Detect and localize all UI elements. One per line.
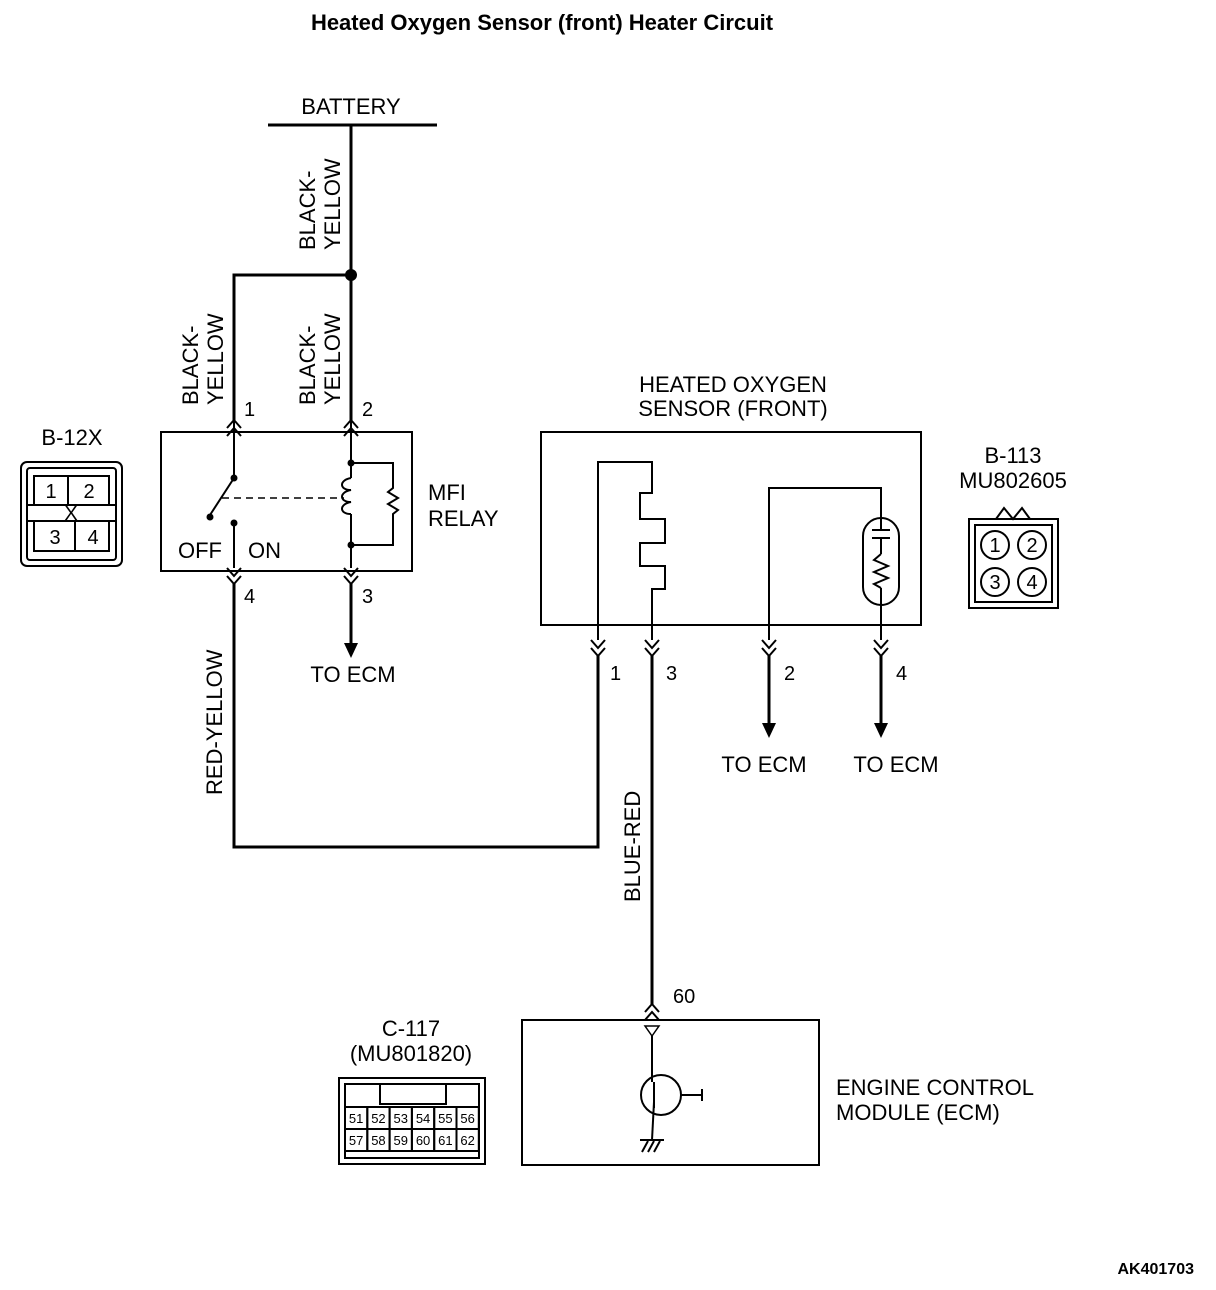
relay-pin3-to-ecm-label: TO ECM bbox=[310, 662, 395, 687]
sensor-pin4-to-ecm-label: TO ECM bbox=[853, 752, 938, 777]
relay-connector-cell-4: 4 bbox=[87, 527, 98, 549]
wire-black-yellow-pin1 bbox=[232, 273, 351, 420]
sensor-connector-face bbox=[968, 506, 1059, 609]
ecm-connector-cell-51: 51 bbox=[349, 1111, 363, 1126]
wire-label-black-yellow-pin1: BLACK-YELLOW bbox=[178, 313, 228, 405]
sensor-pin4-arrow bbox=[874, 723, 888, 738]
sensor-pin-2-marker bbox=[761, 639, 777, 658]
relay-pin-2-marker bbox=[343, 418, 359, 462]
relay-connector-mark: X bbox=[64, 503, 77, 525]
ecm-connector-cell-56: 56 bbox=[460, 1111, 474, 1126]
relay-switch-off: OFF bbox=[178, 538, 222, 563]
sensor-connector-cell-1: 1 bbox=[989, 535, 1000, 557]
ecm-connector-cell-60: 60 bbox=[416, 1133, 430, 1148]
wire-label-black-yellow-battery: BLACK-YELLOW bbox=[295, 158, 345, 250]
sensor-pin-4-marker bbox=[873, 639, 889, 658]
wire-red-yellow bbox=[232, 584, 600, 849]
relay-pin3-arrow bbox=[344, 643, 358, 658]
sensor-connector-cell-3: 3 bbox=[989, 572, 1000, 594]
relay-coil bbox=[341, 459, 400, 568]
relay-pin-1-number: 1 bbox=[244, 399, 255, 421]
ecm-connector-face: 51 52 53 54 55 56 57 58 59 60 61 62 bbox=[338, 1077, 486, 1165]
diagram-title: Heated Oxygen Sensor (front) Heater Circ… bbox=[311, 10, 774, 35]
ecm-connector-cell-62: 62 bbox=[460, 1133, 474, 1148]
battery-label: BATTERY bbox=[301, 94, 401, 119]
sensor-pin-1-number: 1 bbox=[610, 663, 621, 685]
ecm-connector-cell-59: 59 bbox=[394, 1133, 408, 1148]
ecm-pin-60-number: 60 bbox=[673, 986, 695, 1008]
figure-code: AK401703 bbox=[1118, 1261, 1195, 1278]
wire-label-black-yellow-pin2: BLACK-YELLOW bbox=[295, 313, 345, 405]
wire-black-yellow-main bbox=[345, 125, 357, 420]
ecm-connector-cell-54: 54 bbox=[416, 1111, 430, 1126]
sensor-connector-cell-2: 2 bbox=[1026, 535, 1037, 557]
sensor-pin-3-marker bbox=[644, 639, 660, 658]
sensor-box bbox=[540, 431, 922, 626]
ecm-transistor-symbol bbox=[640, 1025, 703, 1153]
ecm-connector-cell-box bbox=[455, 1128, 480, 1152]
ecm-connector-cell-52: 52 bbox=[371, 1111, 385, 1126]
sensor-pin-2-number: 2 bbox=[784, 663, 795, 685]
relay-connector-cell-2: 2 bbox=[83, 481, 94, 503]
wire-label-blue-red: BLUE-RED bbox=[620, 791, 645, 902]
relay-connector-face bbox=[20, 461, 123, 567]
relay-connector-cell-1: 1 bbox=[45, 481, 56, 503]
ecm-connector-cell-61: 61 bbox=[438, 1133, 452, 1148]
relay-switch-on: ON bbox=[248, 538, 281, 563]
sensor-pin-1-marker bbox=[590, 639, 606, 658]
relay-connector-cell-3: 3 bbox=[49, 527, 60, 549]
sensor-connector-cell-4: 4 bbox=[1026, 572, 1037, 594]
sensor-pin2-to-ecm-label: TO ECM bbox=[721, 752, 806, 777]
sensor-pin-4-number: 4 bbox=[896, 663, 907, 685]
ecm-pin-60-marker bbox=[644, 1002, 660, 1021]
relay-pin-3-number: 3 bbox=[362, 586, 373, 608]
wire-label-red-yellow: RED-YELLOW bbox=[202, 649, 227, 795]
ecm-box bbox=[521, 1019, 820, 1166]
ecm-connector-cell-55: 55 bbox=[438, 1111, 452, 1126]
relay-switch-contact bbox=[206, 474, 344, 568]
ecm-connector-code: C-117(MU801820) bbox=[350, 1016, 472, 1066]
sensor-heater-symbol bbox=[768, 487, 900, 640]
ecm-connector-cell-57: 57 bbox=[349, 1133, 363, 1148]
relay-pin-1-marker bbox=[226, 418, 242, 476]
mfi-relay-box bbox=[160, 431, 413, 572]
sensor-pin-3-number: 3 bbox=[666, 663, 677, 685]
relay-pin-4-number: 4 bbox=[244, 586, 255, 608]
relay-connector-code: B-12X bbox=[41, 425, 102, 450]
sensor-element-symbol bbox=[597, 461, 666, 640]
sensor-pin2-arrow bbox=[762, 723, 776, 738]
ecm-connector-cell-53: 53 bbox=[394, 1111, 408, 1126]
relay-pin-2-number: 2 bbox=[362, 399, 373, 421]
ecm-connector-cell-58: 58 bbox=[371, 1133, 385, 1148]
